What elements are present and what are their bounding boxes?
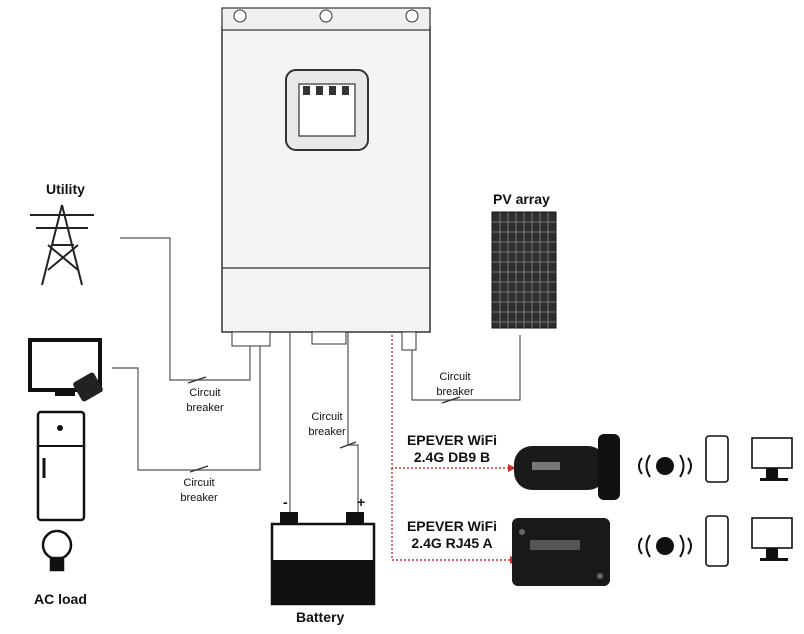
- circuit-breaker-label: Circuit breaker: [308, 411, 346, 438]
- ac-load-label: AC load: [34, 591, 87, 607]
- battery-label: Battery: [296, 609, 345, 625]
- monitor-icon: [751, 437, 793, 481]
- inverter-unit: [221, 7, 431, 351]
- circuit-breaker-label: Circuit breaker: [436, 371, 474, 398]
- fridge-icon: [36, 410, 86, 522]
- pv-array-icon: [491, 211, 557, 329]
- wiring: [112, 237, 521, 512]
- battery-plus-label: +: [357, 494, 366, 510]
- circuit-breaker-label: Circuit breaker: [180, 477, 218, 504]
- pv-array-label: PV array: [493, 191, 550, 207]
- phone-icon: [705, 435, 729, 483]
- wifi-db9-device-icon: [514, 434, 620, 500]
- wifi-rj45-label: EPEVER WiFi 2.4G RJ45 A: [406, 518, 498, 551]
- phone-icon: [705, 515, 729, 567]
- wifi-rj45-device-icon: [512, 518, 610, 586]
- utility-label: Utility: [46, 181, 85, 197]
- comm-lines: [391, 335, 510, 561]
- battery-minus-label: -: [283, 494, 288, 510]
- utility-pylon-icon: [30, 204, 94, 286]
- circuit-breaker-label: Circuit breaker: [186, 387, 224, 414]
- wifi-db9-label: EPEVER WiFi 2.4G DB9 B: [406, 432, 498, 465]
- battery-icon: [270, 512, 376, 606]
- cloud-icon: [656, 457, 674, 475]
- wifi-signal-icon: [638, 534, 692, 558]
- monitor-icon: [751, 517, 793, 561]
- cloud-icon: [656, 537, 674, 555]
- wifi-signal-icon: [638, 454, 692, 478]
- light-bulb-icon: [41, 529, 73, 572]
- tv-icon: [28, 338, 103, 402]
